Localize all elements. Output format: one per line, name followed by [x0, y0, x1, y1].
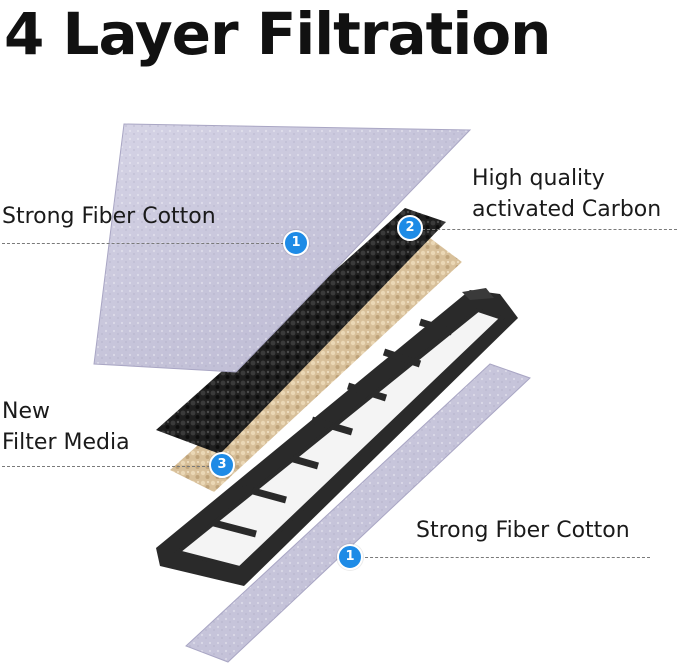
badge-media: 3	[209, 452, 235, 478]
leader-line-carbon	[422, 229, 677, 230]
leader-line-bottom-cotton	[360, 557, 650, 558]
top-cotton-pad	[93, 123, 472, 373]
bottom-cotton-pad	[185, 363, 531, 663]
badge-top-cotton: 1	[283, 230, 309, 256]
label-media-line2: Filter Media	[2, 430, 130, 455]
label-media-line1: New	[2, 399, 50, 424]
leader-line-media	[2, 466, 210, 467]
badge-bottom-cotton: 1	[337, 544, 363, 570]
page-title: 4 Layer Filtration	[4, 0, 551, 68]
activated-carbon-layer	[156, 208, 446, 454]
filter-frame	[156, 288, 518, 586]
badge-carbon: 2	[397, 215, 423, 241]
label-bottom-cotton: Strong Fiber Cotton	[416, 518, 630, 543]
leader-line-top-cotton	[2, 243, 284, 244]
label-carbon-line2: activated Carbon	[472, 197, 662, 222]
label-top-cotton: Strong Fiber Cotton	[2, 204, 216, 229]
label-carbon-line1: High quality	[472, 166, 605, 191]
